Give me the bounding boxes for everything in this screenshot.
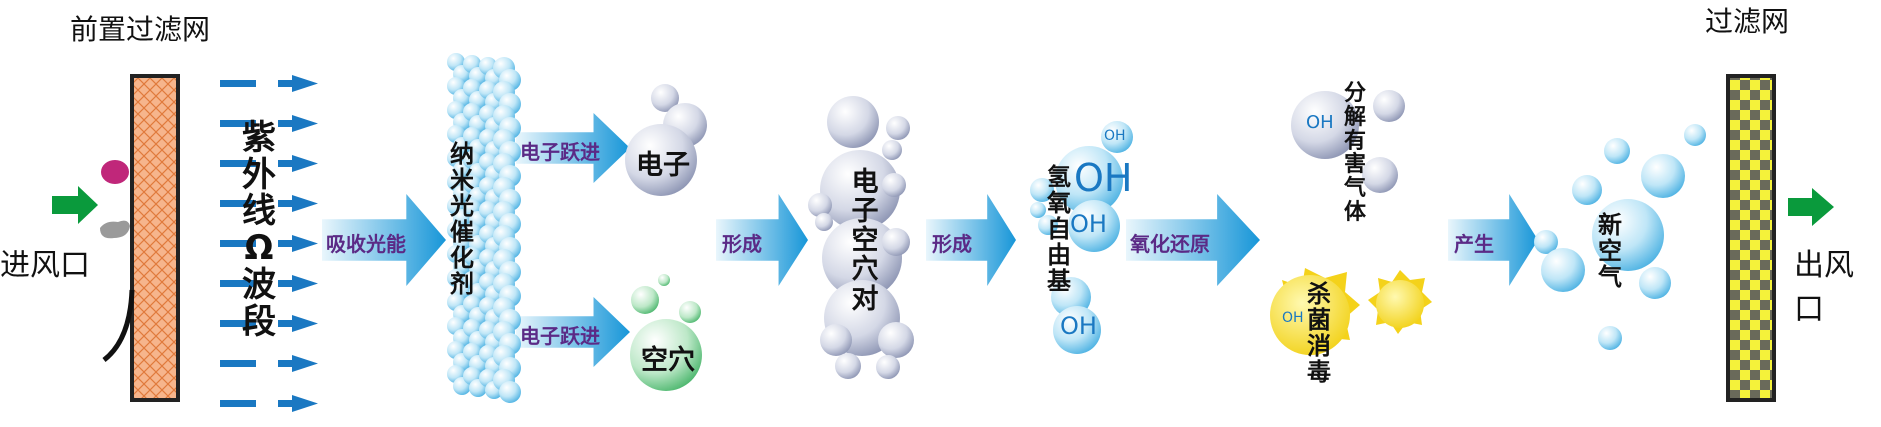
uv-label: 紫外线Ω波段 — [242, 118, 276, 342]
arrow-form2-label: 形成 — [932, 232, 972, 256]
uv-ray — [220, 395, 318, 412]
oh-label: OH — [1282, 310, 1304, 326]
outlet-arrow-icon — [1788, 198, 1812, 216]
arrow-jump2 — [516, 297, 630, 367]
uv-ray — [220, 75, 318, 92]
arrow-produce — [1448, 194, 1538, 286]
big-arrows — [322, 113, 1538, 367]
inlet-arrow-icon — [52, 196, 78, 214]
sterilize-label: 杀菌消毒 — [1307, 280, 1331, 386]
electron-label: 电子 — [636, 150, 690, 181]
arrow-jump1 — [516, 113, 630, 183]
radical-label: 氢氧自由基 — [1047, 163, 1071, 295]
arrow-jump1-label: 电子跃进 — [520, 140, 600, 164]
decompose-label: 分解有害气体 — [1343, 81, 1366, 225]
uv-ray — [220, 275, 318, 292]
arrow-form2 — [926, 194, 1016, 286]
decompose-bubbles — [1291, 90, 1405, 193]
oh-label: OH — [1070, 210, 1107, 238]
hole-label: 空穴 — [641, 345, 695, 376]
fresh-air-label: 新空气 — [1598, 211, 1622, 291]
catalyst-bubbles — [447, 53, 521, 403]
hole-bubbles — [630, 274, 702, 391]
inlet-label: 进风口 — [0, 248, 90, 283]
sterilize-bubbles — [1270, 268, 1432, 356]
prefilter-label: 前置过滤网 — [70, 13, 211, 46]
catalyst-label: 纳米光催化剂 — [450, 140, 474, 298]
arrow-absorb — [322, 194, 446, 286]
filter-panel — [1726, 74, 1776, 402]
arrow-produce-label: 产生 — [1454, 232, 1494, 256]
pair-label: 电子空穴对 — [851, 167, 879, 315]
arrow-form1-label: 形成 — [722, 232, 762, 256]
uv-rays — [220, 75, 318, 412]
uv-ray — [220, 155, 318, 172]
uv-ray — [220, 355, 318, 372]
electron-bubbles — [625, 84, 707, 196]
grey-blob — [100, 220, 130, 239]
catalyst-bubble — [499, 381, 521, 403]
arrow-absorb-label: 吸收光能 — [326, 232, 406, 256]
oh-label: OH — [1104, 128, 1126, 144]
outlet-label: 出风口 — [1794, 248, 1854, 327]
pair-bubbles — [808, 96, 914, 379]
oh-label-large: OH — [1074, 156, 1133, 200]
uv-ray — [220, 115, 318, 132]
filter-label: 过滤网 — [1705, 5, 1790, 38]
prefilter-panel — [130, 74, 180, 402]
arrow-redox-label: 氧化还原 — [1130, 232, 1210, 256]
black-curve — [102, 289, 135, 362]
uv-ray — [220, 195, 318, 212]
uv-ray — [220, 315, 318, 332]
arrow-form1 — [716, 194, 808, 286]
uv-ray — [220, 235, 318, 252]
arrow-redox — [1126, 194, 1260, 286]
oh-label: OH — [1060, 312, 1097, 340]
arrow-jump2-label: 电子跃进 — [520, 324, 600, 348]
pink-dot — [101, 160, 129, 184]
fresh-air-bubbles — [1534, 124, 1706, 350]
radical-bubbles — [1030, 121, 1133, 354]
oh-label: OH — [1306, 112, 1334, 133]
